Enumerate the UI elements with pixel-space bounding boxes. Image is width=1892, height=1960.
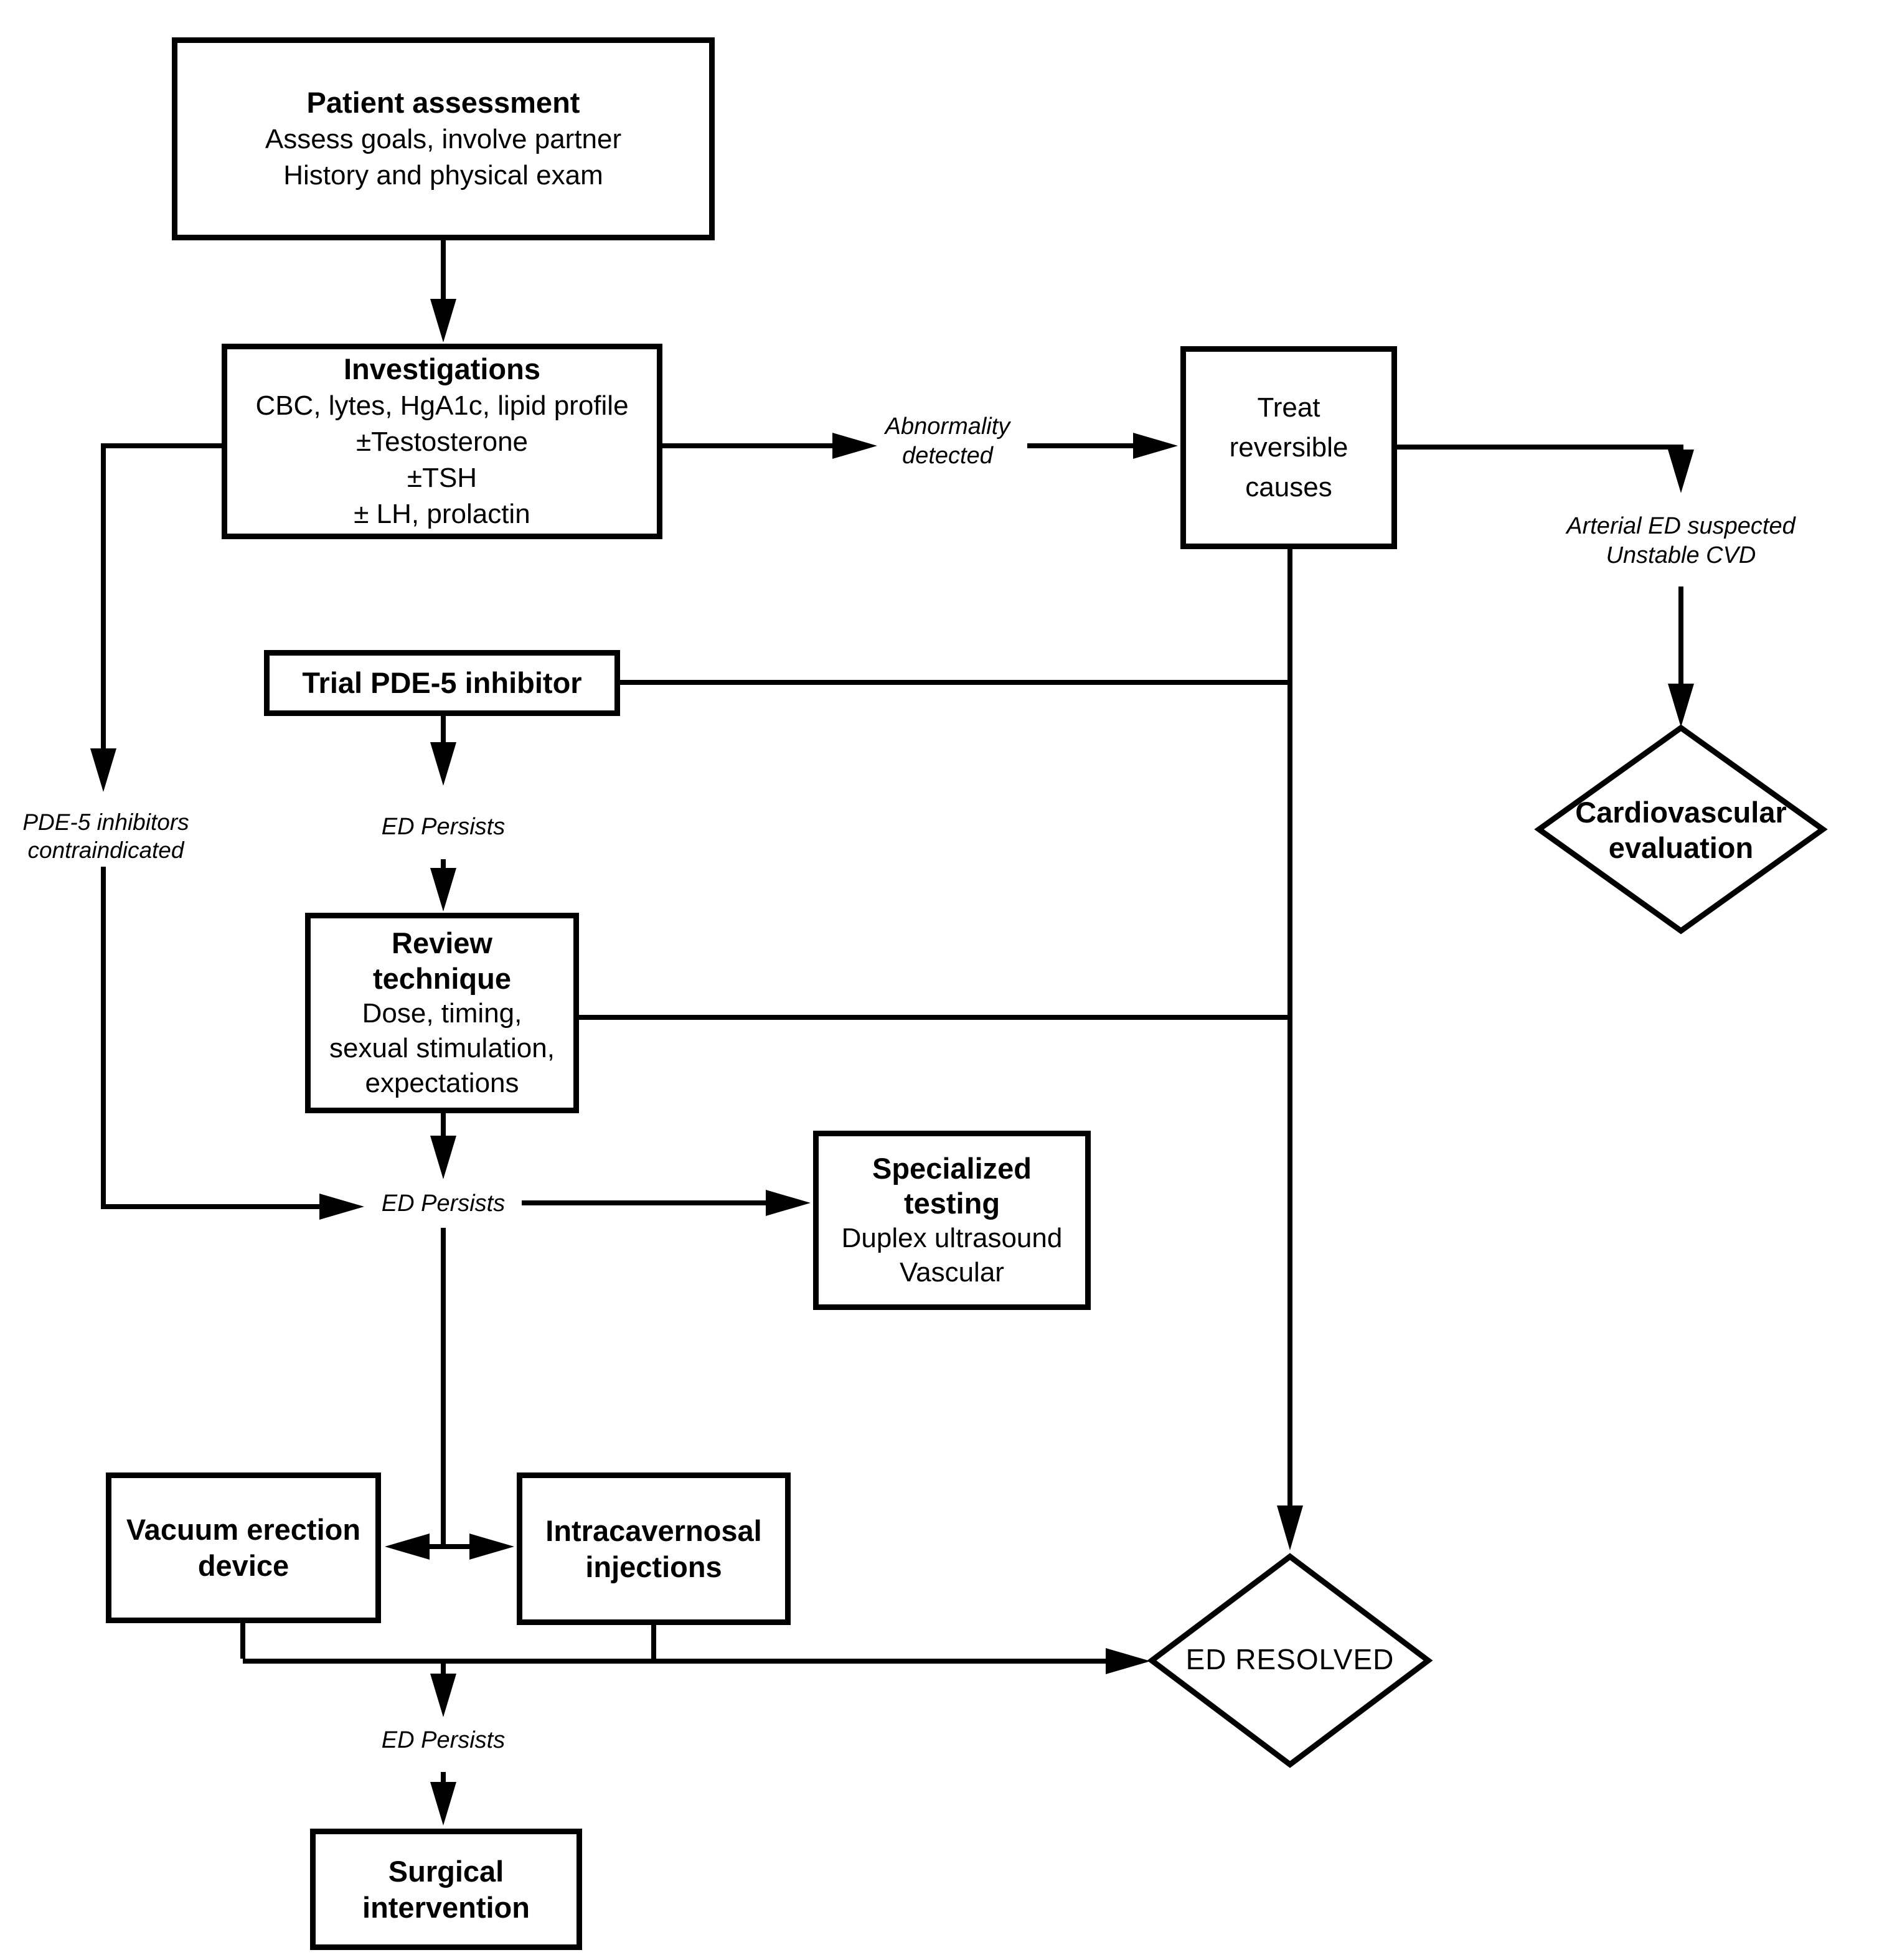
ed-resolved-label: ED RESOLVED [1165,1637,1414,1681]
node-specialized-testing: Specialized testing Duplex ultrasound Va… [813,1131,1091,1310]
arrow-treat-to-arterial [1397,445,1694,493]
node-investigations: Investigations CBC, lytes, HgA1c, lipid … [222,344,662,539]
label-ed-persists-2: ED Persists [381,1190,506,1217]
node-title: device [197,1549,289,1582]
node-treat-reversible-causes: Treat reversible causes [1180,346,1397,549]
arrow-investigations-to-contraindicated [90,443,222,792]
node-patient-assessment: Patient assessment Assess goals, involve… [172,37,715,240]
arrow-edpersists2-to-specialized [522,1190,811,1216]
arrow-vacuum-intracavernosal [385,1534,514,1560]
ed-resolved-diamond [1147,1553,1433,1768]
arrow-arterial-to-cardio [1668,587,1694,727]
node-line: Treat [1257,392,1320,423]
node-title: Cardiovascular [1575,795,1787,829]
node-title: Intracavernosal [545,1514,762,1547]
arrow-treat-to-edresolved [1277,549,1303,1550]
node-line: causes [1245,472,1332,502]
node-title: Vacuum erection [126,1513,361,1546]
node-trial-pde5-inhibitor: Trial PDE-5 inhibitor [264,650,620,716]
arrow-review-to-edpersists2 [430,1113,456,1179]
arrow-patient-to-investigations [430,240,456,342]
node-line: Dose, timing, [362,998,522,1029]
node-title: Investigations [343,352,540,385]
node-surgical-intervention: Surgical intervention [310,1829,582,1950]
arrow-rail-to-edpersists3 [430,1661,456,1717]
arrow-trial-to-edpersists1 [430,716,456,786]
node-title: Trial PDE-5 inhibitor [302,666,582,699]
node-line: Assess goals, involve partner [265,124,622,154]
node-line: Vascular [900,1257,1004,1288]
arrow-edpersists1-to-review [430,859,456,912]
node-line: ± LH, prolactin [354,499,530,529]
label-ed-persists-3: ED Persists [381,1727,506,1753]
node-line: ±Testosterone [355,426,529,457]
node-line: reversible [1229,432,1348,463]
node-title: evaluation [1608,831,1754,864]
node-line: History and physical exam [283,160,603,191]
node-line: ±TSH [407,463,478,493]
label-abnormality-detected: Abnormality detected [885,413,1010,469]
node-review-technique: Review technique Dose, timing, sexual st… [305,913,579,1113]
node-title: technique [373,962,511,995]
label-ed-persists-1: ED Persists [381,814,506,840]
cardio-evaluation-label: Cardiovascular evaluation [1544,781,1818,878]
node-line: CBC, lytes, HgA1c, lipid profile [255,390,629,421]
arrow-edpersists3-to-surgical [430,1772,456,1826]
label-pde5-contraindicated: PDE-5 inhibitors contraindicated [22,809,189,863]
label-arterial-ed-suspected: Arterial ED suspected Unstable CVD [1566,513,1796,568]
node-title: intervention [362,1890,530,1924]
node-line: sexual stimulation, [329,1033,555,1063]
node-title: ED RESOLVED [1185,1643,1395,1675]
arrow-contraindicated-to-edpersists2 [101,867,364,1220]
node-title: Patient assessment [306,86,580,119]
arrow-investigations-to-abnormality [662,433,877,459]
node-line: Duplex ultrasound [841,1223,1063,1253]
node-vacuum-erection-device: Vacuum erection device [106,1472,381,1623]
node-title: Review [392,926,492,959]
node-title: Specialized [872,1152,1032,1185]
node-line: expectations [365,1068,519,1098]
arrow-rail-to-edresolved [243,1648,1151,1674]
node-title: testing [903,1187,1000,1220]
node-title: Surgical [388,1854,504,1888]
node-title: injections [585,1550,722,1583]
node-intracavernosal-injections: Intracavernosal injections [517,1472,791,1625]
cardio-evaluation-diamond [1534,724,1828,935]
arrow-abnormality-to-treat [1027,433,1178,459]
